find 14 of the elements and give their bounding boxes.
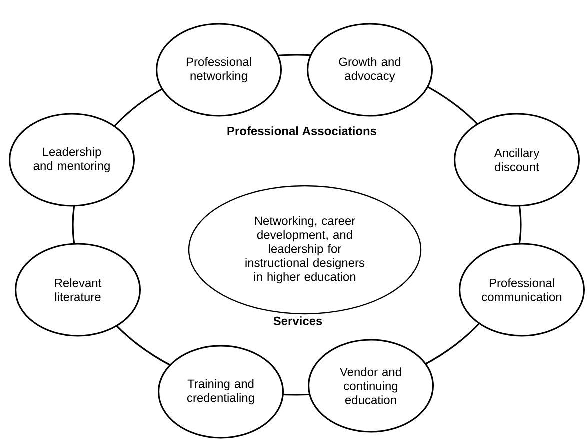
node-label: Vendor and continuing education	[340, 368, 402, 404]
node-label: Ancillary discount	[494, 148, 540, 172]
circle-node: Professional networking	[156, 23, 282, 117]
circle-node: Professional communication	[458, 243, 586, 337]
node-label: Professional communication	[482, 278, 562, 302]
ring-heading: Services	[274, 316, 322, 326]
circle-node: Relevant literature	[14, 243, 142, 337]
circle-node: Training and credentialing	[158, 345, 284, 439]
circle-node: Growth and advocacy	[306, 23, 434, 117]
circle-node: Leadership and mentoring	[8, 113, 136, 207]
node-label: Training and credentialing	[187, 379, 254, 405]
circle-node: Vendor and continuing education	[308, 339, 434, 433]
ring-heading: Professional Associations	[228, 126, 377, 136]
circle-node: Ancillary discount	[454, 113, 580, 207]
